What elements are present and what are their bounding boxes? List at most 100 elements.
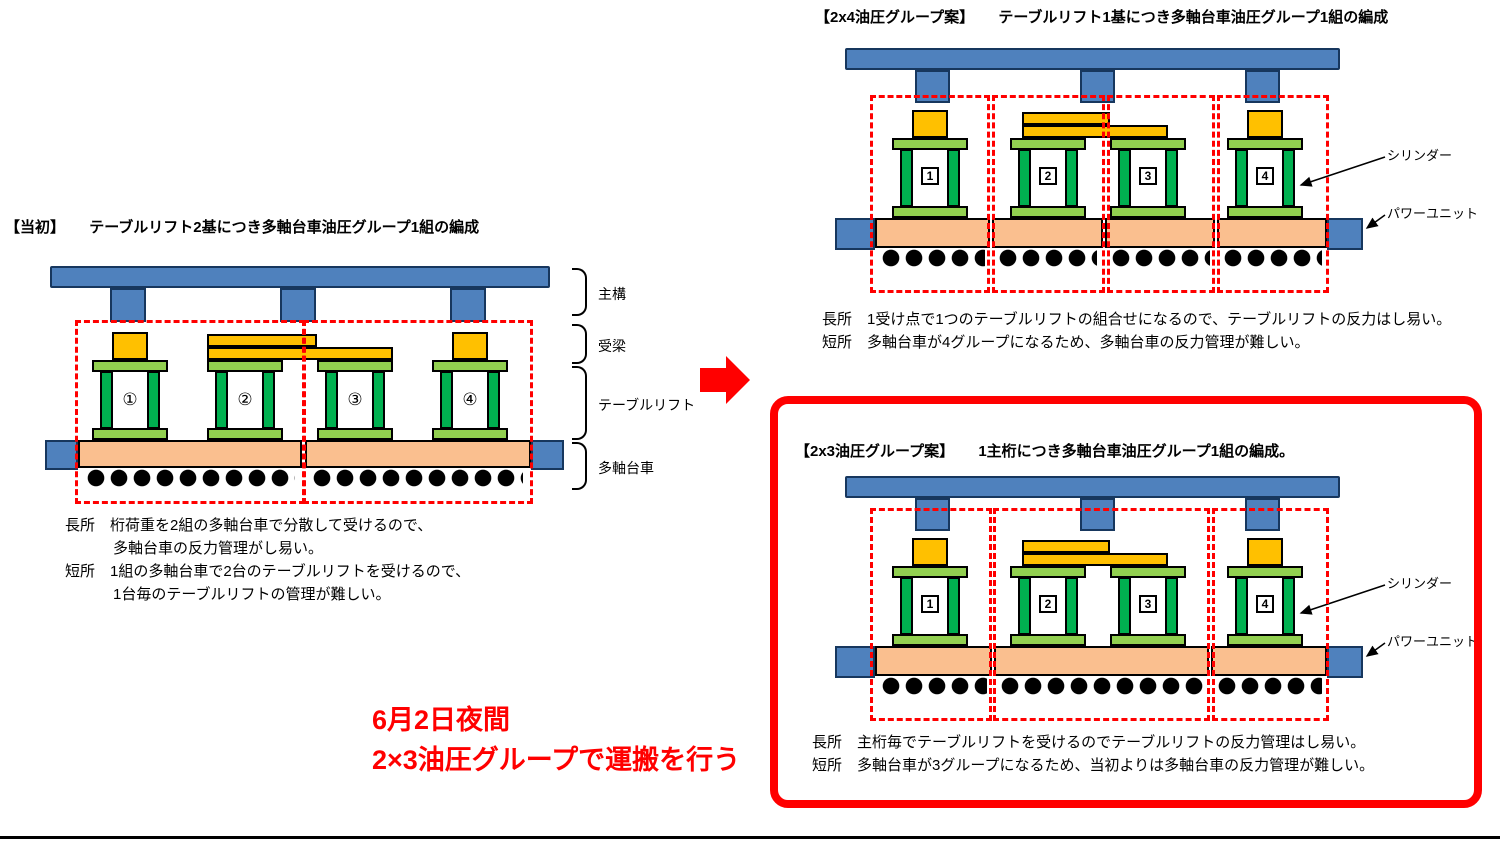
- lift-plate-top: [892, 138, 968, 150]
- notes-2x3: 長所 主桁毎でテーブルリフトを受けるのでテーブルリフトの反力管理はし易い。 短所…: [812, 731, 1374, 777]
- lift-plate-top: [1110, 138, 1186, 150]
- label-bracket: [572, 324, 587, 364]
- carrier-wheels: [880, 248, 985, 268]
- lift-plate-top: [1227, 566, 1303, 578]
- power-unit-block: [835, 218, 875, 250]
- label-bracket: [572, 366, 587, 440]
- label-bracket: [572, 268, 587, 316]
- notes-line: 長所 1受け点で1つのテーブルリフトの組合せになるので、テーブルリフトの反力はし…: [822, 311, 1452, 328]
- notes-line: 長所 桁荷重を2組の多軸台車で分散して受けるので、: [65, 517, 433, 534]
- receiving-beam: [112, 332, 148, 360]
- title-tag: 【2x3油圧グループ案】: [795, 443, 955, 460]
- part-label-cylinder: シリンダー: [1387, 148, 1453, 163]
- carrier-wheels: [999, 676, 1204, 696]
- diagram-title-initial: 【当初】 テーブルリフト2基につき多軸台車油圧グループ1組の編成: [5, 216, 479, 237]
- hydraulic-group-box: [992, 95, 1105, 293]
- title-tag: 【当初】: [5, 219, 66, 236]
- lift-plate-bottom: [432, 428, 508, 440]
- hydraulic-group-box: [993, 508, 1210, 721]
- caption-line-1: 6月2日夜間: [372, 705, 511, 735]
- table-lift-3: ③: [317, 360, 393, 440]
- lift-plate-top: [317, 360, 393, 372]
- power-unit-block: [1327, 646, 1363, 678]
- carrier-deck: [994, 646, 1209, 676]
- power-unit-block: [531, 440, 564, 470]
- lift-plate-bottom: [1110, 206, 1186, 218]
- lift-plate-top: [432, 360, 508, 372]
- part-label-carrier: 多軸台車: [598, 460, 654, 476]
- power-unit-pointer-arrow: [1365, 642, 1386, 657]
- highlight-frame: [770, 396, 1482, 808]
- lift-number: ②: [237, 390, 253, 409]
- lift-plate-bottom: [1227, 206, 1303, 218]
- table-lift-1: ①: [92, 360, 168, 440]
- arrow-shaft: [700, 368, 726, 392]
- lift-plate-top: [1010, 566, 1086, 578]
- carrier-wheels: [1216, 676, 1322, 696]
- girder-support: [1245, 498, 1280, 531]
- lift-plate-bottom: [1227, 634, 1303, 646]
- lift-number: ④: [462, 390, 478, 409]
- arrow-head: [726, 356, 750, 404]
- notes-line: 長所 主桁毎でテーブルリフトを受けるのでテーブルリフトの反力管理はし易い。: [812, 734, 1366, 751]
- part-label-girder: 主構: [598, 286, 626, 302]
- receiving-beam-bridge-lower: [1022, 553, 1168, 566]
- cylinder-pointer-arrow: [1299, 156, 1386, 187]
- carrier-deck: [1105, 218, 1215, 248]
- title-tag: 【2x4油圧グループ案】: [815, 9, 975, 26]
- table-lift-1: 1: [892, 566, 968, 646]
- carrier-deck: [992, 218, 1103, 248]
- girder-support: [1080, 498, 1115, 531]
- hydraulic-group-box: [303, 320, 533, 504]
- hydraulic-group-box: [1212, 508, 1329, 721]
- caption-line-2: 2×3油圧グループで運搬を行う: [372, 745, 741, 775]
- carrier-wheels: [1110, 248, 1210, 268]
- lift-plate-top: [1110, 566, 1186, 578]
- girder-support: [915, 498, 950, 531]
- girder-support: [280, 288, 316, 322]
- receiving-beam: [912, 538, 948, 566]
- title-text: テーブルリフト1基につき多軸台車油圧グループ1組の編成: [998, 9, 1389, 26]
- title-text: 1主桁につき多軸台車油圧グループ1組の編成。: [978, 443, 1295, 460]
- diagram-title-2x3: 【2x3油圧グループ案】 1主桁につき多軸台車油圧グループ1組の編成。: [795, 440, 1294, 461]
- lift-number: 3: [1139, 595, 1157, 613]
- part-label-lift: テーブルリフト: [598, 397, 696, 413]
- lift-number: 1: [921, 595, 939, 613]
- receiving-beam: [1247, 538, 1283, 566]
- lift-plate-top: [892, 566, 968, 578]
- diagram-2x4: 1 2 3 4: [835, 45, 1495, 300]
- lift-plate-bottom: [92, 428, 168, 440]
- lift-plate-top: [1227, 138, 1303, 150]
- lift-number: 4: [1256, 595, 1274, 613]
- part-label-cylinder: シリンダー: [1387, 576, 1453, 591]
- power-unit-pointer-arrow: [1365, 214, 1386, 229]
- transition-arrow: [700, 356, 750, 404]
- diagram-initial: ① ② ③ ④: [45, 262, 745, 504]
- lift-plate-bottom: [1110, 634, 1186, 646]
- table-lift-2: 2: [1010, 566, 1086, 646]
- lift-number: 1: [921, 167, 939, 185]
- receiving-beam: [1247, 110, 1283, 138]
- table-lift-2: 2: [1010, 138, 1086, 218]
- carrier-wheels: [1222, 248, 1322, 268]
- receiving-beam: [452, 332, 488, 360]
- lift-number: ③: [347, 390, 363, 409]
- lift-plate-bottom: [892, 206, 968, 218]
- label-bracket: [572, 442, 587, 490]
- hydraulic-group-box: [870, 508, 992, 721]
- carrier-wheels: [311, 468, 523, 488]
- notes-line: 短所 多軸台車が3グループになるため、当初よりは多軸台車の反力管理が難しい。: [812, 757, 1375, 774]
- carrier-deck: [305, 440, 531, 468]
- notes-line: 多軸台車の反力管理がし易い。: [113, 540, 324, 557]
- receiving-beam-bridge-upper: [207, 334, 317, 347]
- notes-2x4: 長所 1受け点で1つのテーブルリフトの組合せになるので、テーブルリフトの反力はし…: [822, 308, 1451, 354]
- lift-plate-bottom: [892, 634, 968, 646]
- diagram-2x3: 1 2 3 4: [835, 473, 1495, 728]
- power-unit-block: [1327, 218, 1363, 250]
- carrier-wheels: [880, 676, 987, 696]
- table-lift-3: 3: [1110, 138, 1186, 218]
- receiving-beam-bridge-lower: [207, 347, 393, 360]
- lift-number: 4: [1256, 167, 1274, 185]
- highlight-caption: 6月2日夜間 2×3油圧グループで運搬を行う: [372, 700, 740, 780]
